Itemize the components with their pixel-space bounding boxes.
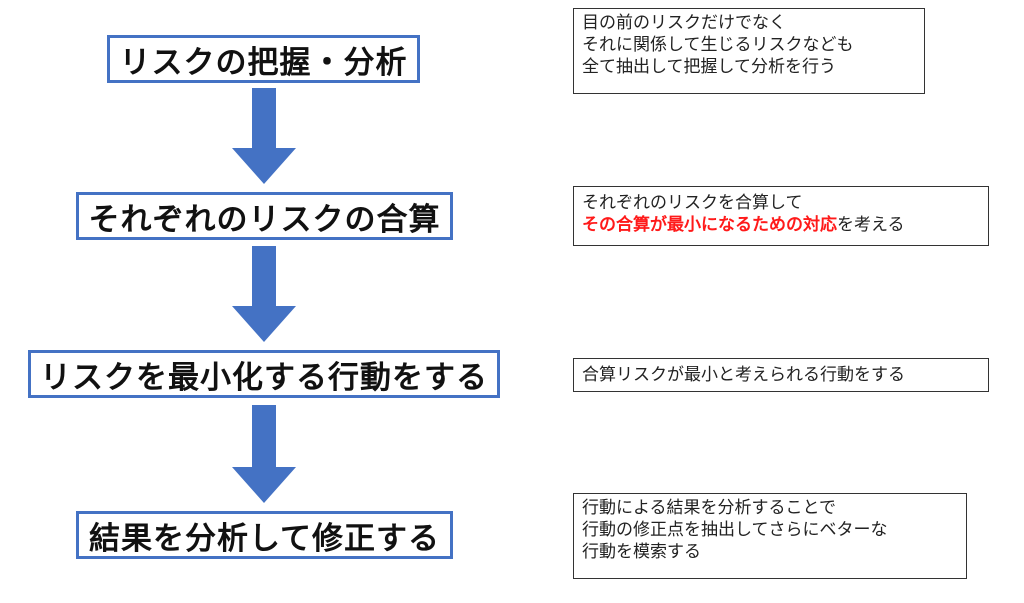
step-3-label: リスクを最小化する行動をする (40, 359, 488, 396)
step-1-label: リスクの把握・分析 (119, 44, 408, 81)
note-1: 目の前のリスクだけでなく それに関係して生じるリスクなども 全て抽出して把握して… (573, 8, 925, 94)
step-3-box: リスクを最小化する行動をする (28, 350, 500, 398)
note-2-highlight: その合算が最小になるための対応 (582, 215, 837, 235)
step-4-label: 結果を分析して修正する (88, 520, 441, 557)
note-3-line-1: 合算リスクが最小と考えられる行動をする (582, 365, 905, 385)
step-1-box: リスクの把握・分析 (107, 35, 420, 83)
note-4: 行動による結果を分析することで 行動の修正点を抽出してさらにベターな 行動を模索… (573, 493, 967, 579)
step-2-label: それぞれのリスクの合算 (88, 201, 441, 238)
note-1-line-1: 目の前のリスクだけでなく (582, 13, 786, 33)
note-1-line-3: 全て抽出して把握して分析を行う (582, 57, 836, 77)
down-arrow-icon (232, 405, 296, 503)
down-arrow-icon (232, 246, 296, 342)
note-2-line-1: それぞれのリスクを合算して (582, 193, 803, 213)
note-1-line-2: それに関係して生じるリスクなども (582, 35, 854, 55)
note-4-line-1: 行動による結果を分析することで (582, 498, 836, 518)
note-4-line-3: 行動を模索する (582, 542, 701, 562)
step-2-box: それぞれのリスクの合算 (76, 192, 453, 240)
note-4-line-2: 行動の修正点を抽出してさらにベターな (582, 520, 888, 540)
note-2-line-2: その合算が最小になるための対応を考える (582, 214, 980, 236)
down-arrow-icon (232, 88, 296, 184)
note-3: 合算リスクが最小と考えられる行動をする (573, 358, 989, 392)
note-2: それぞれのリスクを合算して その合算が最小になるための対応を考える (573, 186, 989, 246)
step-4-box: 結果を分析して修正する (76, 511, 453, 559)
note-2-line-2-rest: を考える (837, 215, 905, 235)
